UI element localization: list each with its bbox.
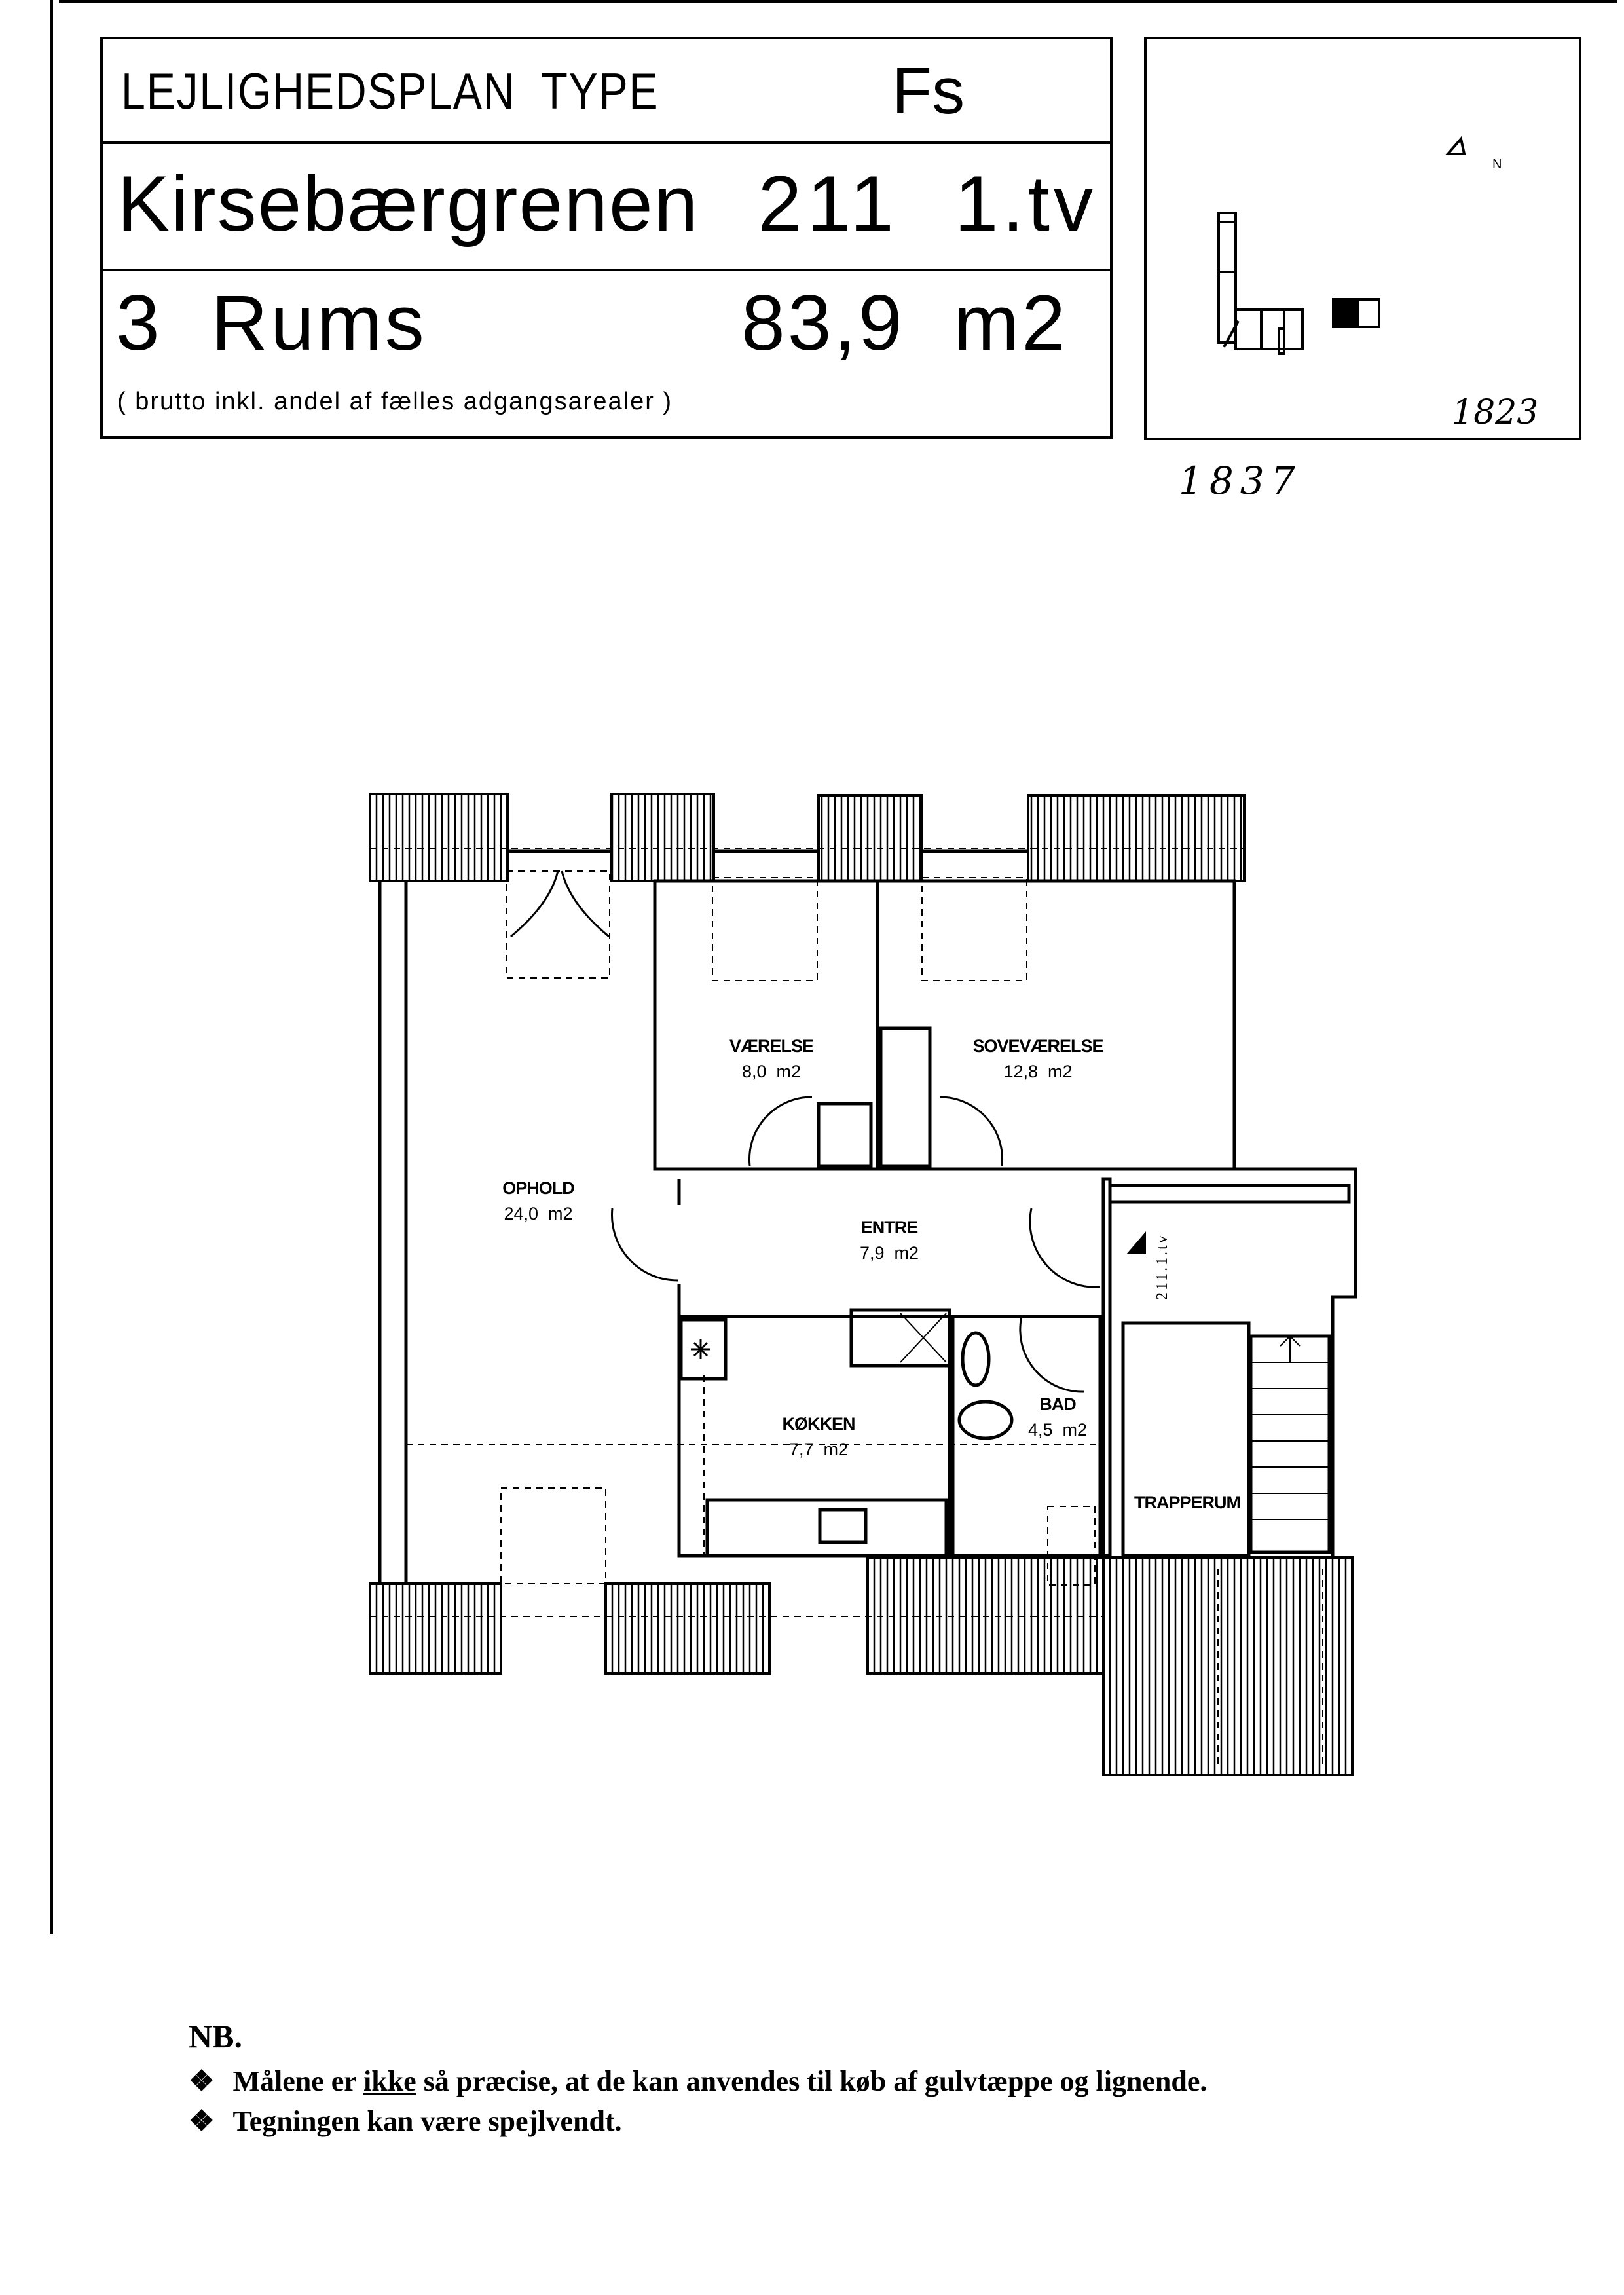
floor-plan-drawing (369, 793, 1357, 1776)
room-name: VÆRELSE (729, 1036, 814, 1056)
address-row: Kirsebærgrenen 211 1.tv (103, 144, 1110, 271)
diamond-bullet-icon: ❖ (189, 2105, 215, 2137)
stove-icon (691, 1339, 710, 1359)
balconies (369, 793, 1354, 1776)
handwritten-number-1823: 1823 (1452, 393, 1539, 432)
apartment-highlight (1333, 299, 1359, 327)
room-area: 12,8 m2 (1003, 1062, 1073, 1082)
room-trapperum: TRAPPERUM (1134, 1490, 1241, 1516)
note-underlined-text: ikke (363, 2065, 416, 2097)
note-text: Målene er (232, 2065, 363, 2097)
room-vaerelse: VÆRELSE 8,0 m2 (729, 1034, 814, 1085)
room-area: 4,5 m2 (1027, 1420, 1088, 1440)
walls (378, 849, 1357, 1584)
room-sovevaerelse: SOVEVÆRELSE 12,8 m2 (972, 1034, 1103, 1085)
door-swings (510, 870, 1101, 1393)
room-name: OPHOLD (502, 1178, 575, 1198)
note-item: ❖ Tegningen kan være spejlvendt. (189, 2104, 1207, 2138)
room-area: 8,0 m2 (741, 1062, 802, 1082)
room-name: SOVEVÆRELSE (972, 1036, 1103, 1056)
note-text: så præcise, at de kan anvendes til køb a… (416, 2065, 1208, 2097)
area-row: 3 Rums 83,9 m2 ( brutto inkl. andel af f… (103, 271, 1110, 435)
address-floor: 1.tv (954, 160, 1097, 248)
room-name: KØKKEN (782, 1414, 855, 1434)
room-area: 7,9 m2 (859, 1243, 919, 1263)
left-border-line (50, 0, 53, 1934)
area-total: 83,9 m2 (741, 279, 1068, 367)
north-label: N (1492, 157, 1502, 172)
note-item: ❖ Målene er ikke så præcise, at de kan an… (189, 2064, 1207, 2098)
area-note: ( brutto inkl. andel af fælles adgangsar… (117, 388, 673, 415)
unit-marker: 211.1.tv (1154, 1233, 1171, 1300)
room-bad: BAD 4,5 m2 (1028, 1392, 1087, 1443)
dashed-lines (370, 848, 1323, 1768)
top-border-line (59, 0, 1617, 3)
handwritten-number-1837: 1837 (1179, 458, 1302, 503)
room-ophold: OPHOLD 24,0 m2 (502, 1176, 575, 1227)
room-area: 7,7 m2 (788, 1440, 849, 1460)
diamond-bullet-icon: ❖ (189, 2065, 215, 2097)
plan-type-label: LEJLIGHEDSPLAN TYPE (121, 62, 659, 120)
rooms-count: 3 Rums (116, 279, 427, 367)
floor-plan: VÆRELSE 8,0 m2 SOVEVÆRELSE 12,8 m2 OPHOLD 2… (354, 786, 1362, 1782)
address-line: Kirsebærgrenen 211 1.tv (117, 159, 1097, 249)
entrance-arrow-icon (1126, 1231, 1146, 1254)
title-block: LEJLIGHEDSPLAN TYPE Fs Kirsebærgrenen 21… (100, 37, 1113, 439)
room-name: TRAPPERUM (1134, 1493, 1241, 1512)
room-name: ENTRE (860, 1218, 919, 1237)
room-entre: ENTRE 7,9 m2 (860, 1215, 919, 1266)
note-text: Tegningen kan være spejlvendt. (232, 2105, 622, 2137)
site-plan: N 1823 (1144, 37, 1581, 440)
room-koekken: KØKKEN 7,7 m2 (782, 1411, 855, 1463)
notes-title: NB. (189, 2018, 242, 2055)
address-street: Kirsebærgrenen (117, 160, 699, 248)
room-area: 24,0 m2 (504, 1204, 573, 1224)
address-number: 211 (758, 160, 899, 248)
plan-type-row: LEJLIGHEDSPLAN TYPE Fs (103, 39, 1110, 144)
north-arrow-icon (1445, 136, 1466, 155)
plan-type-value: Fs (892, 54, 965, 128)
room-name: BAD (1039, 1394, 1077, 1414)
stair-treads (900, 1313, 1329, 1520)
notes: NB. ❖ Målene er ikke så præcise, at de ka… (189, 2017, 1207, 2138)
site-plan-buildings (1217, 136, 1466, 355)
